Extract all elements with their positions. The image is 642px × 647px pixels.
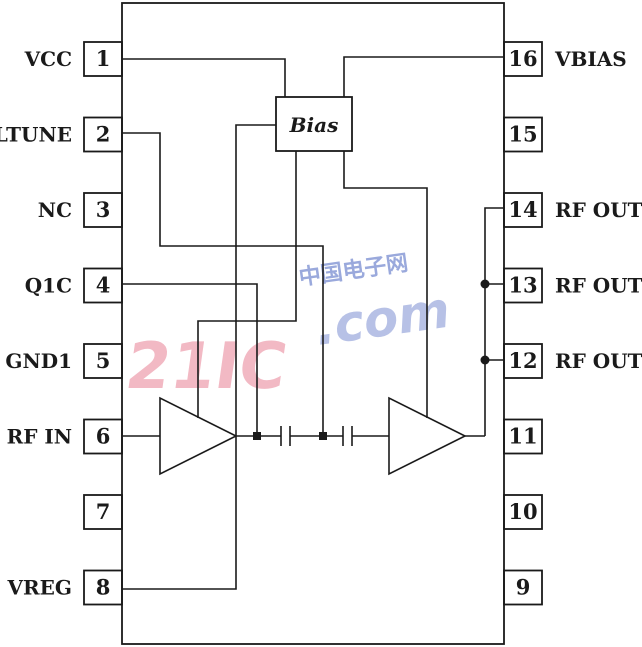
pin-10: 10: [503, 494, 543, 530]
pin-number: 15: [508, 122, 537, 147]
pin-number: 9: [516, 575, 531, 600]
pin-number: 4: [96, 273, 111, 298]
pin-box: [503, 41, 543, 77]
pin-box: [83, 569, 123, 606]
pin-16: 16 VBIAS: [503, 41, 627, 77]
pin-box: [83, 343, 123, 379]
pin-15: 15: [503, 116, 543, 153]
watermark-chinese: 中国电子网: [297, 251, 409, 291]
pin-14: 14 RF OUT: [503, 192, 642, 228]
pin-box: [503, 569, 543, 606]
left-pins: 1 VCC 2 LTUNE 3 NC 4 Q1C 5 GND1 6 RF IN 7 8 VREG: [0, 41, 123, 606]
pin-13: 13 RF OUT: [503, 267, 642, 304]
pin-number: 13: [508, 273, 537, 298]
pin-number: 8: [96, 575, 111, 600]
pin-label: RF OUT: [555, 349, 642, 373]
pin-box: [503, 343, 543, 379]
right-pins: 16 VBIAS 15 14 RF OUT 13 RF OUT 12 RF OUT 11 10 9: [503, 41, 642, 606]
pin-label: VBIAS: [554, 47, 627, 71]
bias-label: Bias: [289, 113, 339, 137]
pin-label: VCC: [24, 47, 72, 71]
pin-number: 6: [96, 424, 111, 449]
pin-box: [83, 494, 123, 530]
pin-number: 2: [96, 122, 111, 147]
wire-ltune: [122, 132, 324, 436]
pin-label: NC: [38, 198, 72, 222]
pin-box: [503, 494, 543, 530]
wire-vcc-bias: [122, 58, 286, 97]
wire-bias-amp2: [343, 151, 428, 418]
pin-box: [503, 192, 543, 228]
watermark-21ic: 21IC: [121, 329, 291, 404]
pin-number: 3: [96, 197, 111, 222]
pin-number: 10: [508, 499, 537, 524]
chip-body: [121, 2, 505, 645]
bias-block: [275, 96, 353, 152]
pin-number: 5: [96, 348, 111, 373]
pin-box: [83, 267, 123, 304]
pin-label: GND1: [5, 349, 72, 373]
junction-node-q1c: [253, 432, 261, 440]
junction-node-ltune: [319, 432, 327, 440]
pin-box: [503, 267, 543, 304]
pin-box: [83, 192, 123, 228]
pin-4: 4 Q1C: [25, 267, 123, 304]
pin-8: 8 VREG: [7, 569, 123, 606]
pin-label: RF IN: [7, 425, 72, 449]
wire-vbias-bias: [343, 56, 504, 97]
internal-wiring: [122, 56, 504, 590]
pin-number: 11: [508, 424, 537, 449]
wire-bias-vreg: [122, 124, 276, 590]
pin-5: 5 GND1: [5, 343, 123, 379]
pin-number: 16: [508, 46, 537, 71]
junction-dot-12: [480, 355, 490, 365]
watermark-com: .com: [312, 281, 454, 357]
pin-label: RF OUT: [555, 274, 642, 298]
pin-6: 6 RF IN: [7, 418, 123, 455]
pin-number: 7: [96, 499, 111, 524]
amplifier-1: [159, 396, 238, 476]
pin-label: Q1C: [25, 274, 72, 298]
pin-9: 9: [503, 569, 543, 606]
pin-number: 14: [508, 197, 537, 222]
wire-bias-amp1: [197, 151, 297, 418]
pin-12: 12 RF OUT: [503, 343, 642, 379]
pin-box: [83, 116, 123, 153]
pin-3: 3 NC: [38, 192, 123, 228]
pin-number: 12: [508, 348, 537, 373]
wire-rf-out-bus: [484, 207, 504, 436]
pin-label: RF OUT: [555, 198, 642, 222]
junction-dot-13: [480, 279, 490, 289]
wire-q1c: [122, 283, 258, 436]
pin-box: [503, 116, 543, 153]
pin-label: LTUNE: [0, 123, 72, 147]
pin-1: 1 VCC: [24, 41, 123, 77]
pin-number: 1: [96, 46, 111, 71]
pin-box: [503, 418, 543, 455]
pin-11: 11: [503, 418, 543, 455]
pin-label: VREG: [7, 576, 72, 600]
watermark-logo: 21IC 中国电子网 .com: [121, 251, 453, 404]
pin-2: 2 LTUNE: [0, 116, 123, 153]
pin-7: 7: [83, 494, 123, 530]
